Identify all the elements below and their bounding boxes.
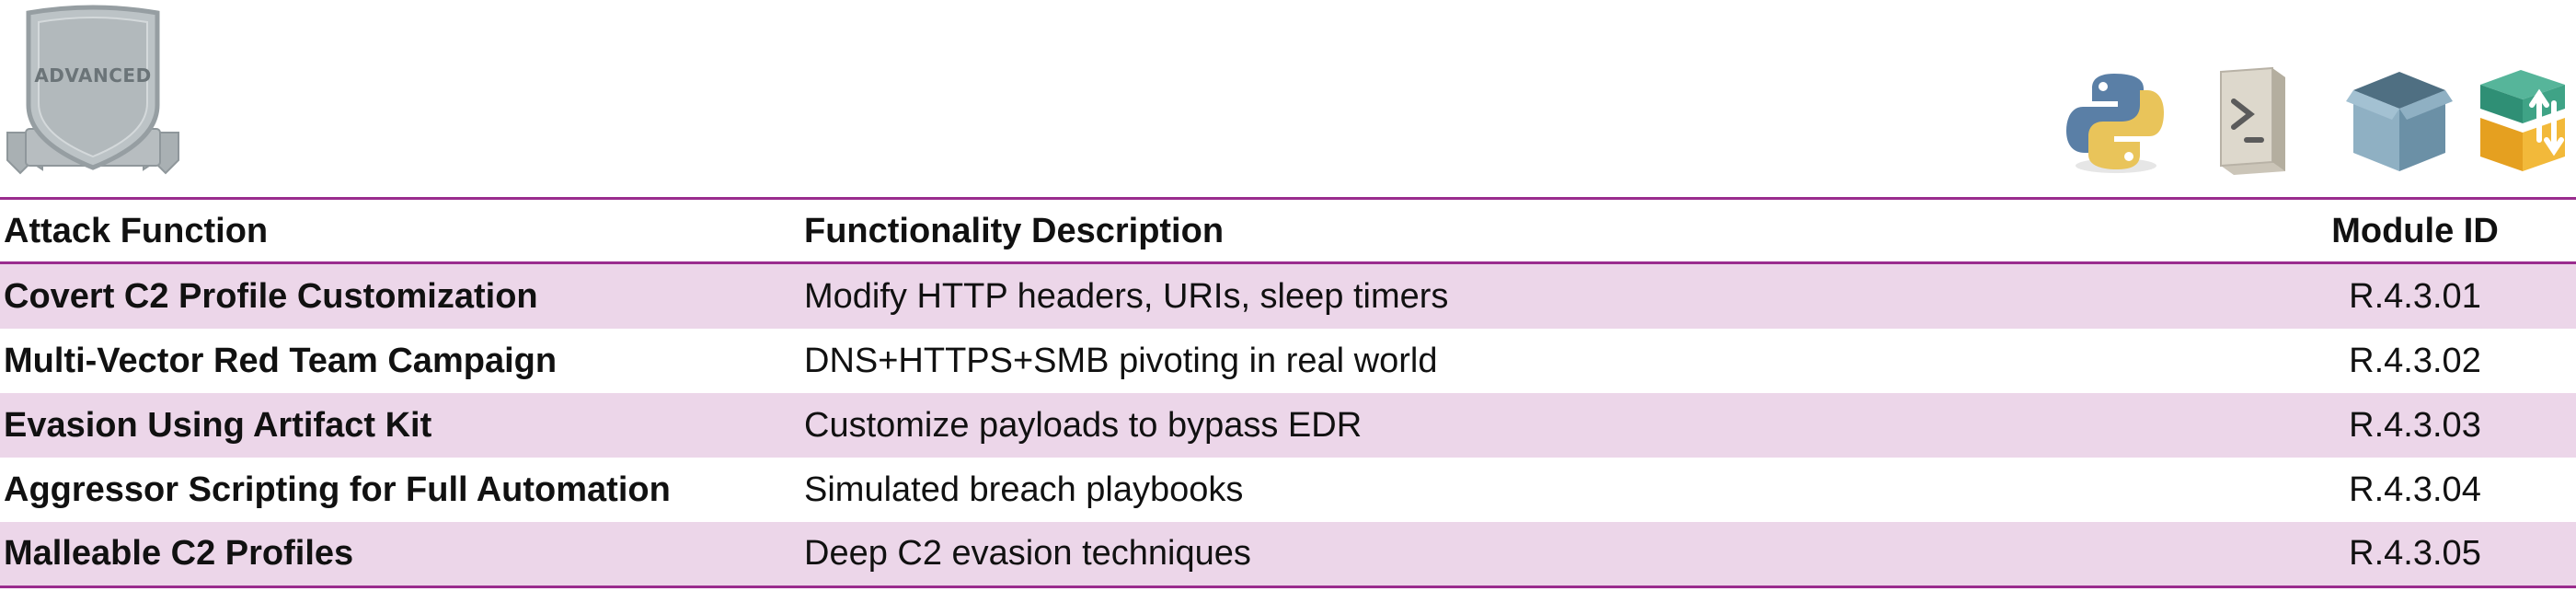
row-description: Modify HTTP headers, URIs, sleep timers — [804, 276, 1449, 316]
terminal-icon — [2201, 66, 2307, 177]
row-attack-function: Aggressor Scripting for Full Automation — [4, 470, 671, 509]
header-functionality-description: Functionality Description — [804, 211, 1225, 250]
row-module-id: R.4.3.01 — [2349, 276, 2481, 316]
python-icon — [2061, 66, 2168, 177]
package-transfer-icon — [2469, 66, 2576, 177]
table-bottom-rule — [0, 586, 2576, 588]
box-icon — [2346, 66, 2453, 177]
advanced-badge: ADVANCED — [6, 4, 180, 175]
row-description: Simulated breach playbooks — [804, 470, 1244, 509]
row-module-id: R.4.3.03 — [2349, 405, 2481, 445]
row-description: DNS+HTTPS+SMB pivoting in real world — [804, 341, 1438, 380]
row-attack-function: Multi-Vector Red Team Campaign — [4, 341, 558, 380]
badge-label: ADVANCED — [34, 64, 152, 87]
row-module-id: R.4.3.05 — [2349, 534, 2481, 573]
header-attack-function: Attack Function — [4, 211, 269, 250]
shield-badge-icon — [6, 5, 179, 175]
row-attack-function: Evasion Using Artifact Kit — [4, 405, 432, 445]
table-header-row: Attack Function Functionality Descriptio… — [0, 201, 2576, 261]
table-row: Malleable C2 Profiles Deep C2 evasion te… — [0, 522, 2576, 586]
table-top-rule — [0, 197, 2576, 200]
row-module-id: R.4.3.02 — [2349, 341, 2481, 380]
table-row: Evasion Using Artifact Kit Customize pay… — [0, 393, 2576, 458]
row-description: Customize payloads to bypass EDR — [804, 405, 1363, 445]
table-row: Covert C2 Profile Customization Modify H… — [0, 264, 2576, 329]
row-module-id: R.4.3.04 — [2349, 470, 2481, 509]
header-module-id: Module ID — [2331, 211, 2499, 250]
tool-icon-bar — [2061, 66, 2576, 182]
row-attack-function: Covert C2 Profile Customization — [4, 276, 538, 316]
header-rule — [0, 261, 2576, 264]
row-description: Deep C2 evasion techniques — [804, 534, 1251, 573]
table-row: Multi-Vector Red Team Campaign DNS+HTTPS… — [0, 329, 2576, 393]
row-attack-function: Malleable C2 Profiles — [4, 534, 354, 573]
table-row: Aggressor Scripting for Full Automation … — [0, 458, 2576, 522]
